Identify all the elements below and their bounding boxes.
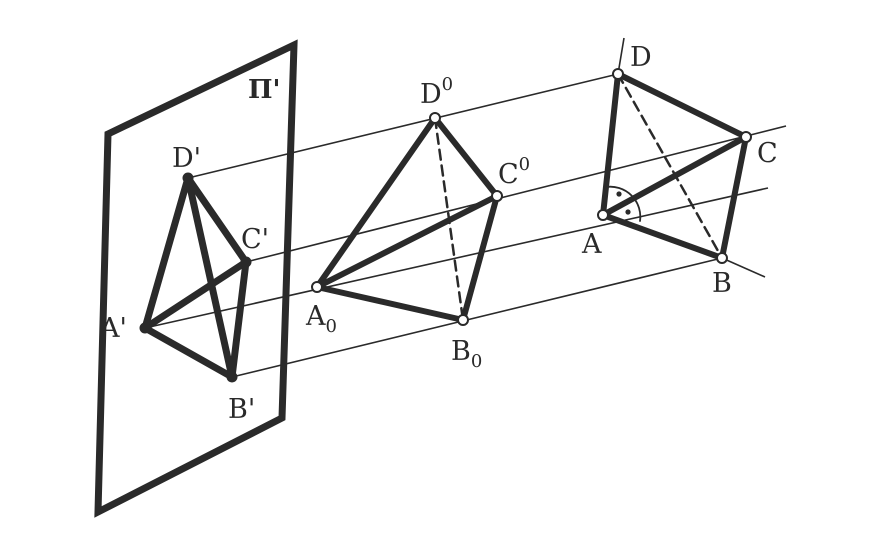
edge-d0b0-hidden <box>433 116 465 322</box>
edge-cb <box>719 134 749 261</box>
vertex-b0 <box>457 314 469 326</box>
label-c0: C0 <box>498 154 530 190</box>
vertex-points <box>139 68 752 383</box>
label-c: C <box>757 138 778 169</box>
edge-c0b0 <box>460 193 500 323</box>
ray-a <box>144 187 769 329</box>
line-b-ext <box>721 257 766 278</box>
edge-a0d0 <box>314 115 438 290</box>
vertex-a <box>597 209 609 221</box>
edge-dc <box>615 71 749 140</box>
vertex-c0 <box>491 190 503 202</box>
label-a: A <box>581 229 602 260</box>
label-b0: B0 <box>451 336 482 372</box>
edge-ad <box>600 71 621 218</box>
label-d0: D0 <box>420 74 453 110</box>
label-a0: A0 <box>305 301 337 337</box>
vertex-a0 <box>311 281 323 293</box>
ray-c <box>245 125 787 263</box>
edge-cb-proj <box>228 258 250 381</box>
edge-db-proj <box>184 174 236 381</box>
rotated-tetrahedron <box>314 115 500 323</box>
vertex-c <box>740 131 752 143</box>
edge-a0c0 <box>314 193 500 290</box>
line-d-ext <box>617 37 625 75</box>
label-b: B <box>712 268 732 299</box>
edge-b0a0 <box>314 284 466 323</box>
right-angle-dot-2 <box>625 209 631 215</box>
projected-tetrahedron <box>141 174 250 381</box>
label-a-proj: A' <box>99 313 127 344</box>
edge-d0c0 <box>432 115 500 199</box>
edge-ad-proj <box>141 174 192 332</box>
vertex-b <box>716 252 728 264</box>
edge-dc-proj <box>184 174 250 266</box>
label-d: D <box>630 42 652 73</box>
label-c-proj: C' <box>241 224 269 255</box>
edge-ac-proj <box>141 258 250 332</box>
original-tetrahedron <box>600 71 749 261</box>
vertex-a-proj <box>139 322 151 334</box>
ray-b <box>231 257 723 378</box>
right-angle-arc <box>605 185 642 222</box>
vertex-d-proj <box>182 172 194 184</box>
label-b-proj: B' <box>228 394 255 425</box>
ray-d <box>187 73 619 179</box>
vertex-d <box>612 68 624 80</box>
edge-ab-proj <box>141 324 236 381</box>
plane-label: Π' <box>248 75 281 105</box>
vertex-d0 <box>429 112 441 124</box>
vertex-c-proj <box>240 256 252 268</box>
vertex-b-proj <box>226 371 238 383</box>
label-d-proj: D' <box>172 143 201 174</box>
edge-ba <box>600 212 725 261</box>
right-angle-dot-1 <box>616 191 622 197</box>
projection-rays <box>144 37 787 378</box>
edge-db-hidden <box>616 72 724 260</box>
projection-plane <box>94 39 298 518</box>
